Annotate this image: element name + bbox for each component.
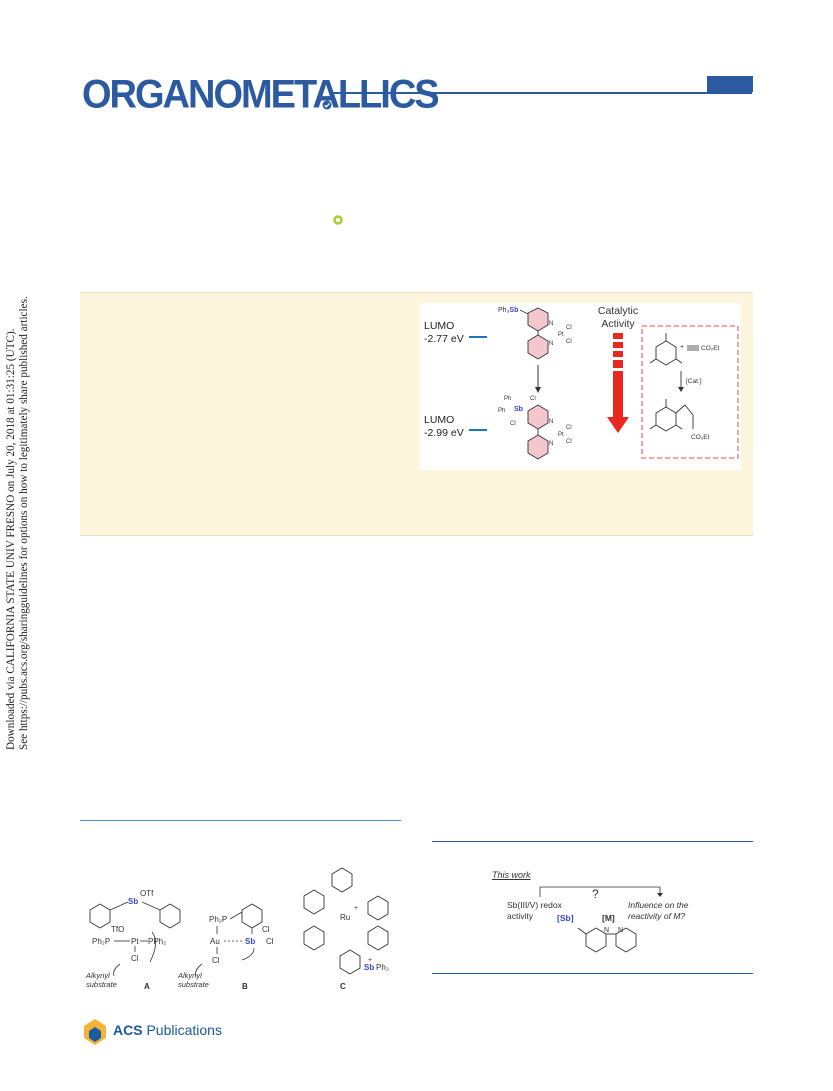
bipyridine-ligand: N N bbox=[577, 927, 637, 953]
svg-text:PPh₂: PPh₂ bbox=[148, 937, 166, 946]
sb-tag: [Sb] bbox=[557, 913, 574, 923]
platinum-complex-structures: Ph₃Sb N N Pt Cl Cl Ph Ph Sb Cl Cl N N Pt… bbox=[498, 307, 572, 460]
redox-note-line-2: activity bbox=[507, 911, 533, 921]
svg-text:Ph₃: Ph₃ bbox=[376, 963, 389, 972]
svg-text:N: N bbox=[549, 341, 553, 347]
acs-logo-acs: ACS bbox=[113, 1022, 143, 1038]
header-rule bbox=[330, 92, 752, 94]
download-notice: Downloaded via CALIFORNIA STATE UNIV FRE… bbox=[5, 296, 31, 750]
svg-text:Cl: Cl bbox=[266, 937, 274, 946]
increasing-activity-arrow-icon bbox=[607, 333, 629, 433]
svg-text:Ph: Ph bbox=[504, 396, 511, 402]
svg-text:N: N bbox=[549, 419, 553, 425]
svg-text:Cl: Cl bbox=[131, 954, 139, 963]
bracket-connector bbox=[539, 886, 663, 897]
right-column-rule-top bbox=[432, 841, 753, 842]
orcid-icon[interactable] bbox=[333, 215, 343, 225]
svg-text:Cl: Cl bbox=[212, 956, 220, 965]
svg-text:Ph: Ph bbox=[498, 408, 505, 414]
reaction-scheme: + CO₂Et [Cat.] CO₂Et bbox=[641, 325, 739, 459]
acs-publications-logo: ACS Publications bbox=[113, 1022, 222, 1038]
lumo-top: LUMO -2.77 eV bbox=[424, 320, 464, 346]
svg-text:Pt: Pt bbox=[558, 432, 564, 438]
question-mark: ? bbox=[592, 887, 599, 901]
metal-tag: [M] bbox=[602, 913, 615, 923]
svg-text:+: + bbox=[354, 905, 358, 912]
alkynyl-substrate-b-line-2: substrate bbox=[178, 980, 209, 989]
journal-logo: ORGANOMETALLICS bbox=[82, 72, 440, 118]
lumo-bottom-level bbox=[469, 429, 487, 431]
redox-note: Sb(III/V) redox activity bbox=[507, 900, 562, 922]
svg-text:N: N bbox=[549, 441, 553, 447]
alkynyl-substrate-a-line-1: Alkynyl bbox=[85, 971, 110, 980]
label-b: B bbox=[242, 982, 248, 991]
check-badge-icon bbox=[322, 100, 332, 110]
influence-note: Influence on the reactivity of M? bbox=[628, 900, 689, 922]
lumo-bottom-value: -2.99 eV bbox=[424, 427, 464, 439]
catalytic-label-line-2: Activity bbox=[601, 318, 635, 330]
svg-text:Sb: Sb bbox=[128, 897, 138, 906]
svg-text:Cl: Cl bbox=[262, 925, 270, 934]
download-notice-line-1: Downloaded via CALIFORNIA STATE UNIV FRE… bbox=[5, 328, 17, 750]
lumo-bottom-label: LUMO bbox=[424, 414, 455, 426]
svg-text:+: + bbox=[368, 957, 372, 964]
svg-text:Sb: Sb bbox=[514, 406, 523, 413]
svg-text:N: N bbox=[549, 321, 553, 327]
acs-logo-publications: Publications bbox=[146, 1022, 222, 1038]
label-a: A bbox=[144, 982, 150, 991]
reagent-label: CO₂Et bbox=[701, 345, 720, 352]
this-work-label: This work bbox=[492, 870, 531, 880]
svg-text:Ru: Ru bbox=[340, 913, 350, 922]
cat-label: [Cat.] bbox=[686, 378, 702, 385]
right-column-rule-bottom bbox=[432, 973, 753, 974]
header-tab bbox=[707, 76, 753, 92]
svg-text:Sb: Sb bbox=[364, 963, 374, 972]
svg-text:Cl: Cl bbox=[510, 421, 516, 427]
svg-text:Cl: Cl bbox=[566, 439, 572, 445]
alkynyl-substrate-a-line-2: substrate bbox=[86, 980, 117, 989]
acs-logo-icon bbox=[84, 1019, 106, 1045]
svg-text:+: + bbox=[680, 344, 684, 351]
svg-text:OTf: OTf bbox=[140, 889, 154, 898]
alkynyl-substrate-b-line-1: Alkynyl bbox=[177, 971, 202, 980]
svg-text:TfO: TfO bbox=[111, 925, 124, 934]
download-notice-line-2: See https://pubs.acs.org/sharingguidelin… bbox=[18, 296, 30, 750]
top-sb-label: Ph₃Sb bbox=[498, 307, 518, 314]
svg-text:Pt: Pt bbox=[131, 937, 139, 946]
svg-text:Pt: Pt bbox=[558, 332, 564, 338]
lumo-top-level bbox=[469, 336, 487, 338]
svg-text:Ph₂P: Ph₂P bbox=[209, 915, 227, 924]
influence-note-line-2: reactivity of M? bbox=[628, 911, 686, 921]
svg-text:Sb: Sb bbox=[245, 937, 255, 946]
influence-note-line-1: Influence on the bbox=[628, 900, 689, 910]
svg-text:N: N bbox=[618, 927, 623, 934]
svg-text:Cl: Cl bbox=[530, 396, 536, 402]
left-column-rule bbox=[80, 820, 401, 821]
svg-text:Cl: Cl bbox=[566, 339, 572, 345]
svg-text:Cl: Cl bbox=[566, 325, 572, 331]
lumo-top-label: LUMO bbox=[424, 320, 455, 332]
svg-text:N: N bbox=[604, 927, 609, 934]
svg-text:Cl: Cl bbox=[566, 425, 572, 431]
svg-text:Ph₂P: Ph₂P bbox=[92, 937, 110, 946]
product-label: CO₂Et bbox=[691, 434, 710, 441]
label-c: C bbox=[340, 982, 346, 991]
catalytic-activity-label: Catalytic Activity bbox=[588, 305, 648, 331]
structures-figure: Sb OTf TfO Ph₂P Pt PPh₂ Cl Alkynyl subst… bbox=[85, 867, 389, 991]
redox-note-line-1: Sb(III/V) redox bbox=[507, 900, 562, 910]
lumo-bottom: LUMO -2.99 eV bbox=[424, 414, 464, 440]
svg-text:Au: Au bbox=[210, 937, 220, 946]
lumo-top-value: -2.77 eV bbox=[424, 333, 464, 345]
catalytic-label-line-1: Catalytic bbox=[597, 305, 639, 317]
toc-graphic: LUMO -2.77 eV LUMO -2.99 eV Ph₃Sb N N Pt… bbox=[420, 303, 741, 470]
